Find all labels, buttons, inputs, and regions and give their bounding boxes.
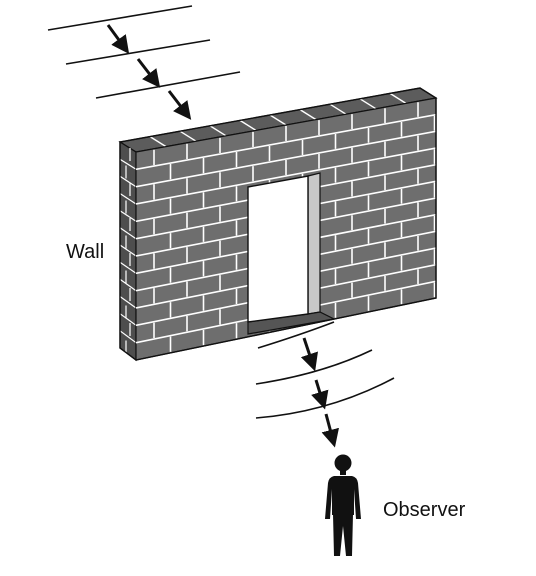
incoming-arrows xyxy=(106,24,192,120)
diffracted-arrow xyxy=(300,337,318,372)
incoming-arrow xyxy=(167,90,192,120)
mortar-side-course xyxy=(119,278,137,292)
diffracted-wavefronts xyxy=(255,321,395,419)
mortar-side-course xyxy=(119,296,137,309)
door-opening xyxy=(247,172,336,335)
mortar-top-joint xyxy=(329,103,347,115)
diffracted-wavefront xyxy=(255,377,395,419)
wall-label: Wall xyxy=(66,241,105,263)
mortar-course xyxy=(136,147,436,205)
incoming-wavefront xyxy=(47,5,193,31)
mortar-side-course xyxy=(119,210,137,222)
mortar-top-joint xyxy=(239,119,257,131)
mortar-course xyxy=(136,130,436,188)
mortar-side-course xyxy=(119,261,137,274)
mortar-top-joint xyxy=(149,136,167,148)
incoming-wavefront xyxy=(65,39,211,65)
incoming-wavefront xyxy=(95,71,241,99)
mortar-top-joint xyxy=(179,130,197,142)
incoming-arrow xyxy=(106,24,130,54)
wall-side-mortar xyxy=(119,148,137,354)
mortar-top-joint xyxy=(209,125,227,137)
mortar-top-joint xyxy=(299,109,317,121)
observer-label: Observer xyxy=(383,499,466,521)
incoming-wavefronts xyxy=(47,5,241,99)
mortar-side-course xyxy=(119,192,137,205)
diffracted-arrow xyxy=(311,379,329,410)
mortar-side-course xyxy=(119,313,137,326)
diffracted-wavefront xyxy=(257,321,335,349)
mortar-side-course xyxy=(119,227,137,240)
observer-legs xyxy=(333,514,353,556)
diffracted-arrows xyxy=(300,337,339,448)
observer-torso xyxy=(325,476,361,519)
mortar-top-joint xyxy=(359,98,377,110)
mortar-side-course xyxy=(119,244,137,257)
observer-neck xyxy=(340,470,346,475)
mortar-side-course xyxy=(119,330,137,344)
observer-head xyxy=(334,454,352,472)
brick-wall xyxy=(118,87,438,362)
incoming-arrow xyxy=(136,58,161,88)
mortar-side-course xyxy=(119,158,137,170)
door-gap xyxy=(247,175,309,323)
mortar-course xyxy=(136,113,436,171)
diffracted-wavefront xyxy=(255,349,373,385)
wall-top-mortar xyxy=(149,92,407,148)
mortar-top-joint xyxy=(389,92,407,104)
mortar-top-joint xyxy=(269,114,287,126)
observer-figure xyxy=(325,454,361,556)
wall-outline xyxy=(119,87,437,361)
door-jamb xyxy=(307,172,321,315)
diffracted-arrow xyxy=(321,413,339,448)
mortar-side-course xyxy=(119,175,137,188)
